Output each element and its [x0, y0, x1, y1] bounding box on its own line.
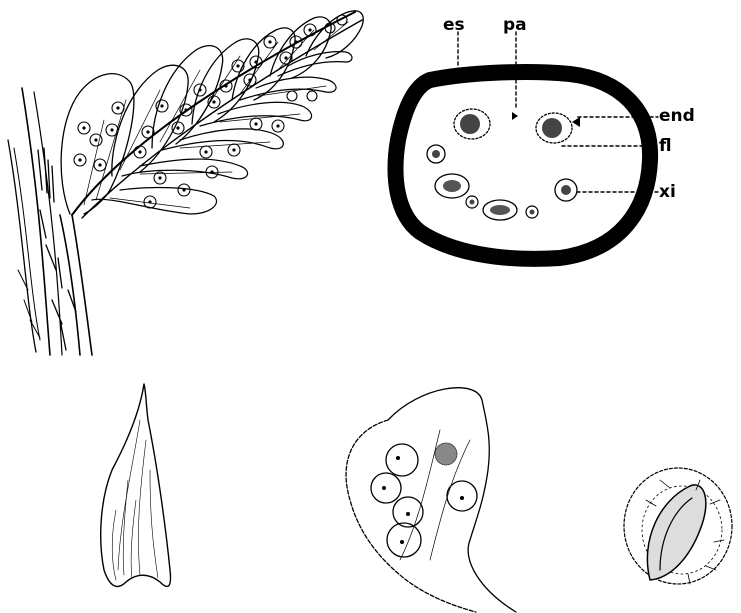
label-pa: pa: [503, 15, 527, 35]
spore-drawing: [624, 468, 732, 584]
label-end: end: [659, 106, 695, 126]
fertile-segment-drawing: [346, 388, 516, 612]
label-xi: xi: [659, 182, 676, 202]
fern-frond-drawing: [8, 11, 363, 355]
label-fl: fl: [659, 136, 672, 156]
rhizome-scale-drawing: [101, 384, 171, 586]
stipe-cross-section: [396, 32, 658, 259]
label-es: es: [443, 15, 465, 35]
